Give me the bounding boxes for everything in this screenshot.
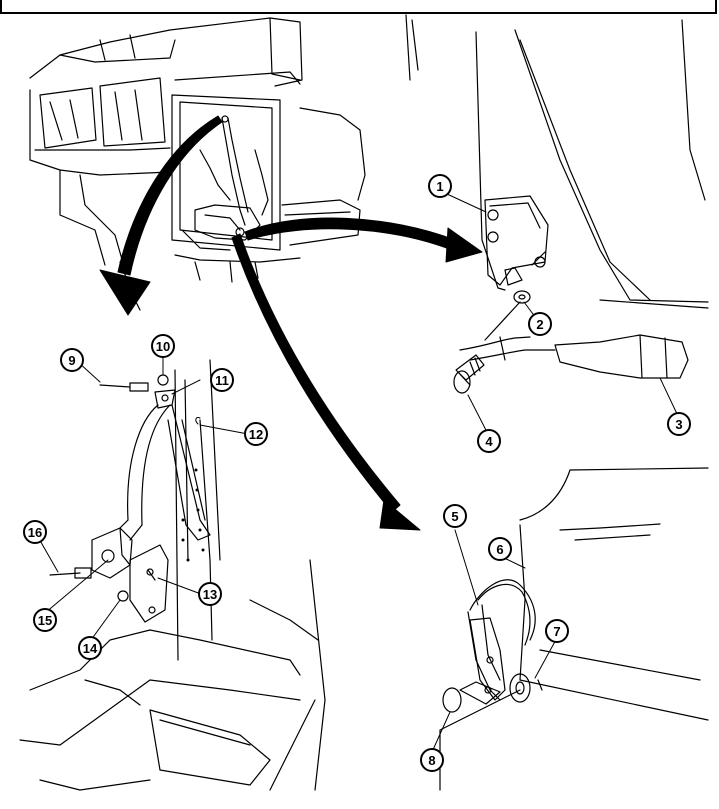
svg-text:14: 14 — [83, 641, 98, 656]
callout-11: 11 — [210, 368, 234, 392]
svg-text:6: 6 — [496, 542, 503, 557]
callout-6: 6 — [488, 537, 512, 561]
svg-text:13: 13 — [203, 587, 217, 602]
callout-10: 10 — [151, 334, 175, 358]
svg-text:4: 4 — [485, 434, 493, 449]
svg-text:16: 16 — [28, 525, 42, 540]
svg-text:11: 11 — [215, 373, 229, 388]
svg-text:5: 5 — [451, 509, 458, 524]
svg-text:2: 2 — [536, 317, 543, 332]
flow-arrows — [99, 115, 483, 531]
svg-text:1: 1 — [436, 179, 443, 194]
callout-2: 2 — [528, 312, 552, 336]
callout-15: 15 — [33, 608, 57, 632]
callout-9: 9 — [60, 348, 84, 372]
svg-text:7: 7 — [553, 624, 560, 639]
callout-5: 5 — [443, 504, 467, 528]
retractor-detail — [19, 359, 326, 791]
callout-14: 14 — [78, 636, 102, 660]
callout-16: 16 — [23, 520, 47, 544]
callout-markers: 1 2 3 4 5 6 7 8 9 10 11 12 13 14 15 16 — [23, 174, 691, 772]
callout-7: 7 — [545, 619, 569, 643]
callout-4: 4 — [477, 429, 501, 453]
vehicle-cab-overview — [29, 17, 366, 311]
svg-text:9: 9 — [68, 353, 75, 368]
callout-3: 3 — [667, 412, 691, 436]
buckle-bracket-detail — [405, 14, 709, 394]
svg-text:12: 12 — [249, 427, 263, 442]
callout-8: 8 — [420, 748, 444, 772]
callout-1: 1 — [428, 174, 452, 198]
svg-text:15: 15 — [38, 613, 52, 628]
callout-13: 13 — [198, 582, 222, 606]
page-header-frame — [0, 0, 717, 14]
svg-text:8: 8 — [428, 753, 435, 768]
svg-text:3: 3 — [675, 417, 682, 432]
callout-12: 12 — [244, 422, 268, 446]
svg-text:10: 10 — [156, 339, 170, 354]
lap-anchor-detail — [439, 467, 709, 791]
